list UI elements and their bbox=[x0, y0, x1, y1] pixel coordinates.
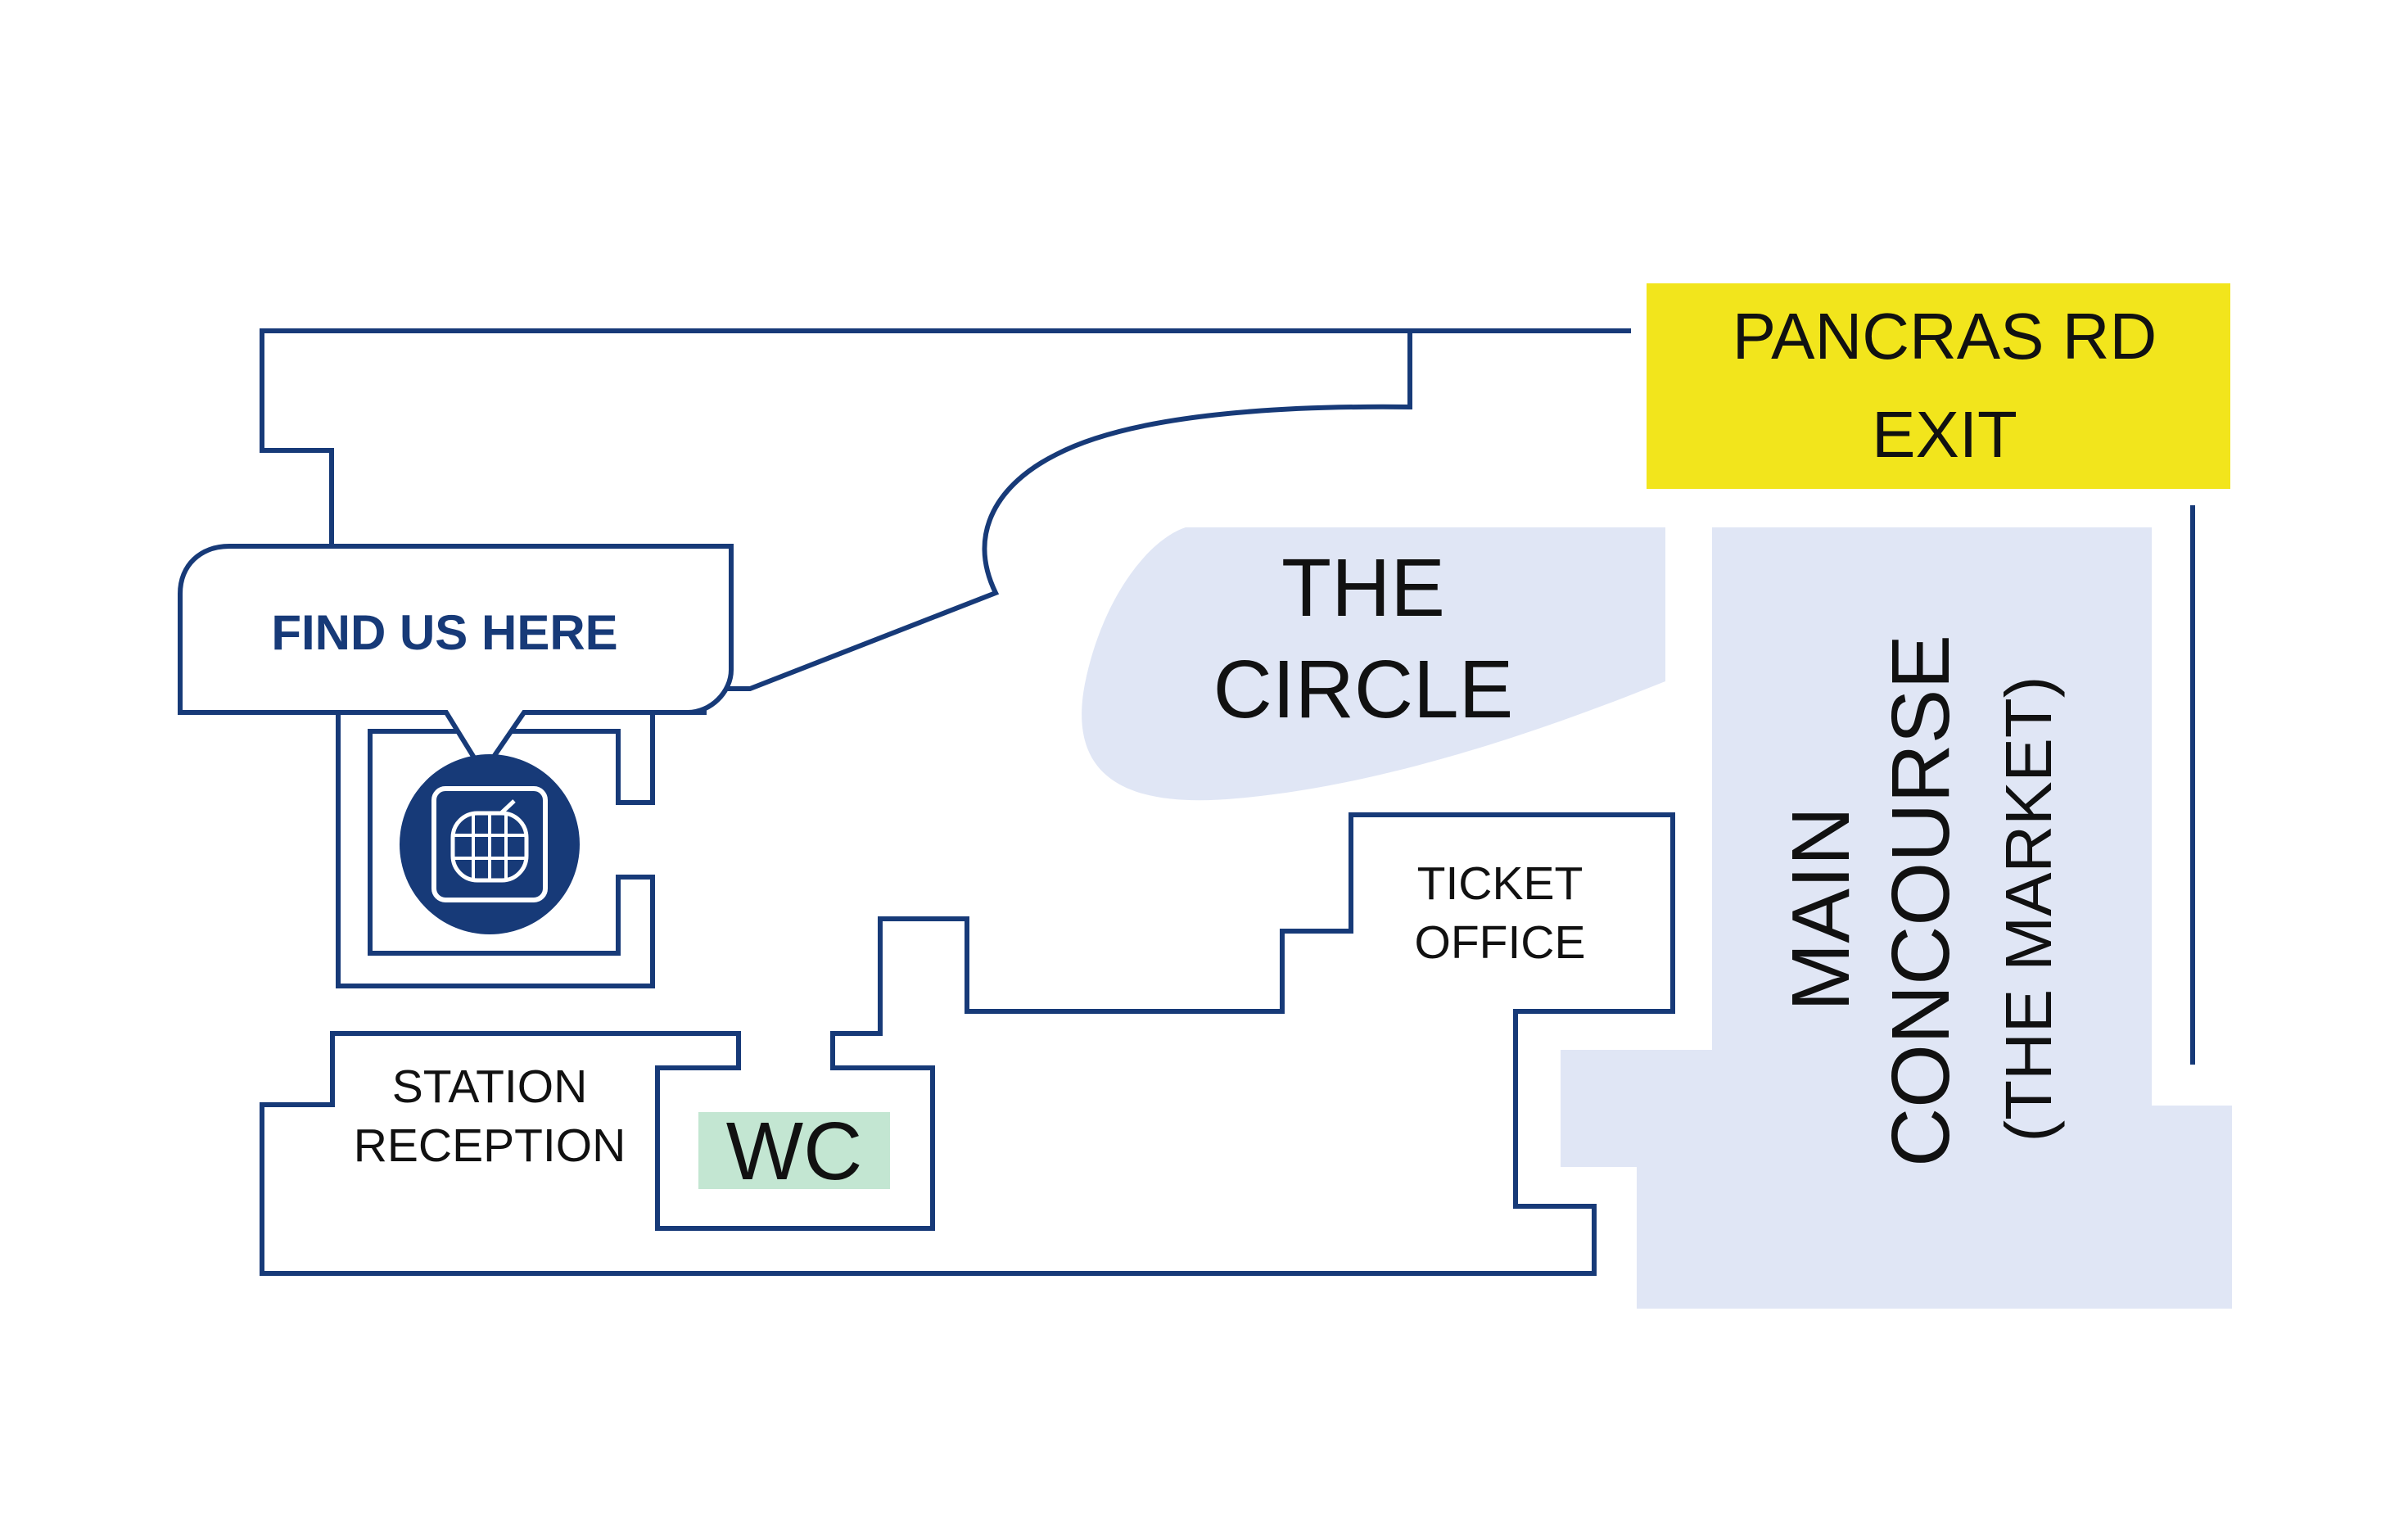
main-concourse-line3: (THE MARKET) bbox=[1992, 676, 2065, 1142]
wc-box[interactable] bbox=[698, 1112, 890, 1189]
the-circle-area bbox=[1082, 527, 1665, 801]
building-outline-lower bbox=[260, 812, 1675, 1276]
station-reception-line1: STATION bbox=[392, 1060, 588, 1113]
main-concourse-line1: MAIN bbox=[1775, 807, 1867, 1011]
main-concourse-area bbox=[1561, 527, 2232, 1309]
ticket-office-line2: OFFICE bbox=[1415, 916, 1586, 969]
location-marker[interactable] bbox=[400, 754, 580, 934]
exit-line1: PANCRAS RD bbox=[1733, 300, 2157, 373]
building-outline-upper bbox=[260, 328, 1631, 988]
the-circle-line2: CIRCLE bbox=[1213, 644, 1514, 735]
main-concourse-line2: CONCOURSE bbox=[1875, 635, 1967, 1167]
pancras-rd-exit-box[interactable] bbox=[1647, 283, 2230, 489]
luggage-icon bbox=[431, 786, 548, 902]
station-reception-line2: RECEPTION bbox=[354, 1119, 626, 1172]
wc-label: WC bbox=[726, 1106, 863, 1197]
the-circle-line1: THE bbox=[1281, 542, 1445, 634]
find-us-here-text: FIND US HERE bbox=[271, 605, 617, 660]
exit-line2: EXIT bbox=[1872, 398, 2017, 471]
ticket-office-line1: TICKET bbox=[1417, 857, 1583, 910]
